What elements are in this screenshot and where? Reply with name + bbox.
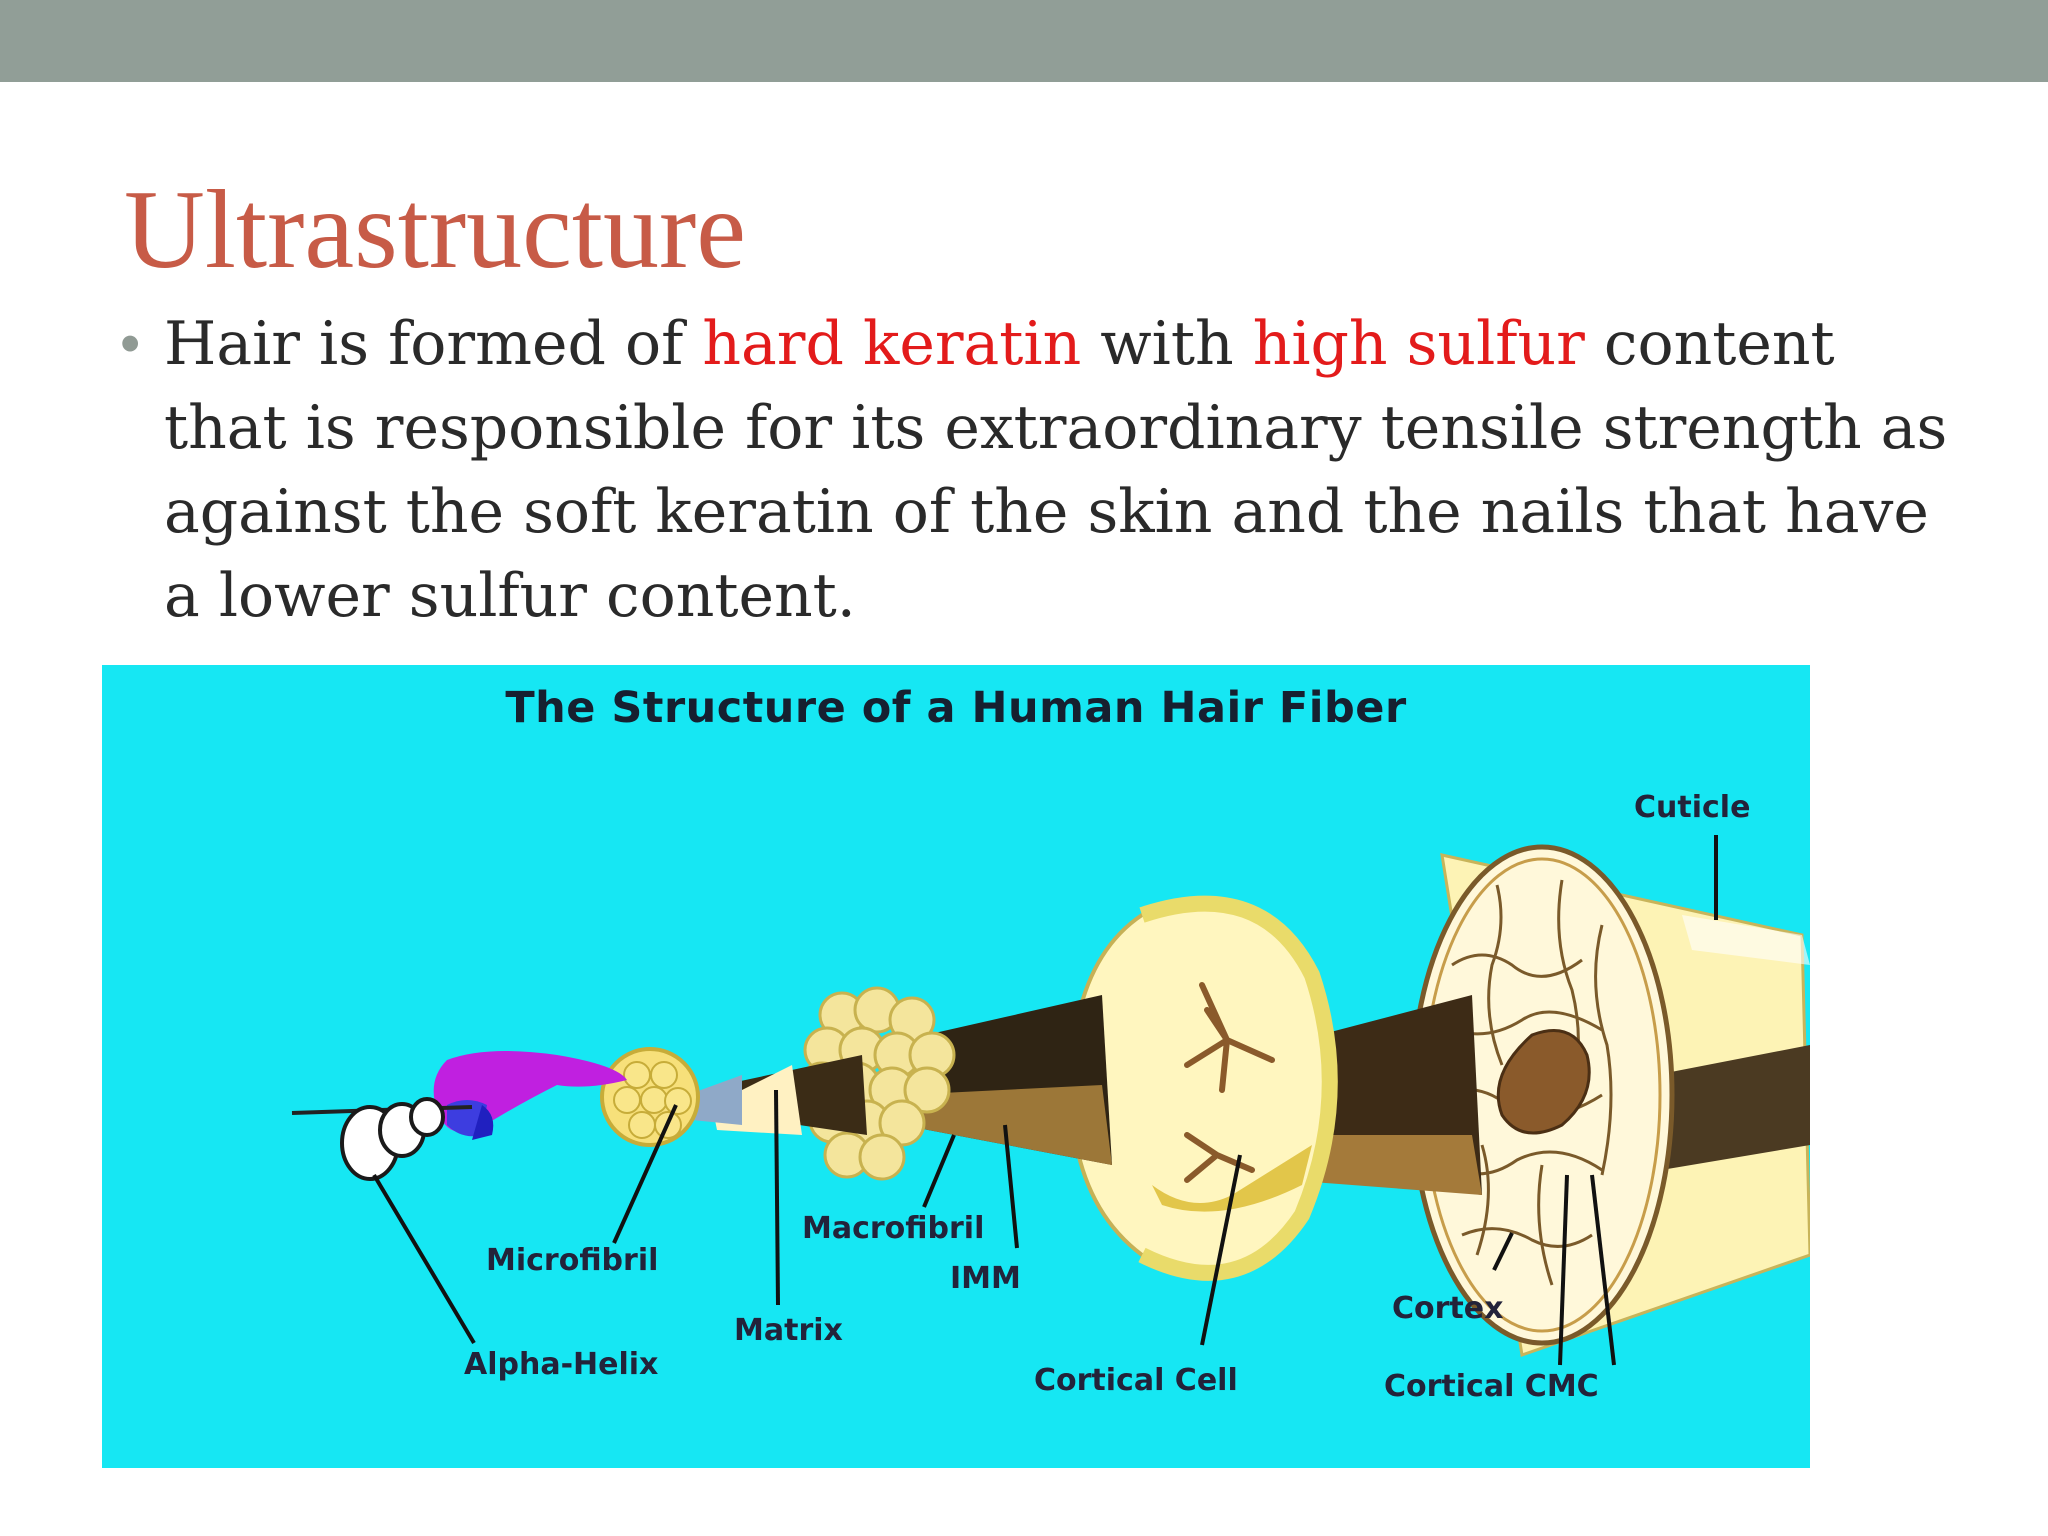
slide-title: Ultrastructure [124, 168, 746, 292]
highlight-hard-keratin: hard keratin [702, 309, 1082, 379]
label-matrix: Matrix [734, 1313, 843, 1348]
label-microfibril: Microfibril [486, 1243, 659, 1278]
label-alpha-helix: Alpha-Helix [464, 1347, 659, 1382]
label-imm: IMM [950, 1261, 1021, 1296]
bullet-list: • Hair is formed of hard keratin with hi… [120, 302, 1950, 638]
bullet-part-3: with [1081, 309, 1253, 379]
bullet-marker-icon: • [120, 311, 141, 376]
bullet-part-5: content that is responsible for its extr… [164, 309, 1948, 631]
highlight-high-sulfur: high sulfur [1252, 309, 1585, 379]
label-cortex: Cortex [1392, 1291, 1504, 1326]
label-cortical-cell: Cortical Cell [1034, 1363, 1238, 1398]
hair-fiber-illustration [102, 665, 1810, 1468]
label-cortical-cmc: Cortical CMC [1384, 1369, 1599, 1404]
diagram-title: The Structure of a Human Hair Fiber [505, 683, 1407, 733]
label-macrofibril: Macrofibril [802, 1211, 985, 1246]
top-banner [0, 0, 2048, 82]
label-cuticle: Cuticle [1634, 790, 1751, 825]
bullet-part-1: Hair is formed of [164, 309, 703, 379]
hair-fiber-diagram: The Structure of a Human Hair Fiber Cuti… [102, 665, 1810, 1468]
bullet-text: Hair is formed of hard keratin with high… [164, 302, 1950, 638]
